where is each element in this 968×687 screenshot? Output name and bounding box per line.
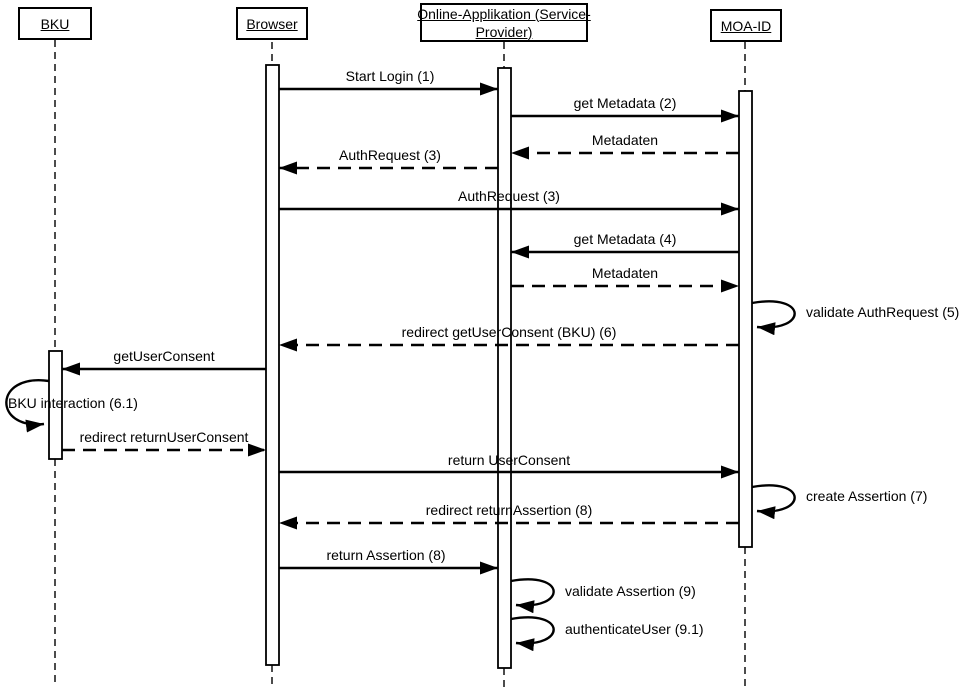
loop-create-assertion	[751, 484, 796, 520]
message-label-authrequest-to-browser: AuthRequest (3)	[339, 147, 441, 163]
message-label-return-userconsent: return UserConsent	[447, 452, 571, 468]
actor-label-moa-id: MOA-ID	[720, 17, 772, 34]
activation-bar-online-applikation	[497, 67, 512, 669]
message-label-authrequest-to-moa-id: AuthRequest (3)	[458, 188, 560, 204]
message-label-redirect-returnassertion: redirect returnAssertion (8)	[425, 502, 593, 518]
activation-bar-bku	[48, 350, 63, 460]
message-label-authenticate-user: authenticateUser (9.1)	[565, 621, 704, 637]
message-label-start-login: Start Login (1)	[345, 68, 435, 84]
message-label-bku-interaction: BKU interaction (6.1)	[8, 395, 138, 411]
message-label-metadaten-1: Metadaten	[591, 132, 659, 148]
actor-box-moa-id: MOA-ID	[710, 9, 782, 42]
activation-bar-moa-id	[738, 90, 753, 548]
actor-label-online-applikation-line2: Provider)	[475, 23, 533, 40]
lifelines	[54, 40, 746, 687]
actor-box-bku: BKU	[18, 7, 92, 40]
message-label-metadaten-2: Metadaten	[591, 265, 659, 281]
message-label-create-assertion: create Assertion (7)	[806, 488, 928, 504]
loop-validate-authrequest	[751, 300, 796, 336]
actor-label-online-applikation-line1: Online-Applikation (Service-	[417, 5, 591, 22]
message-label-redirect-returnuserconsent: redirect returnUserConsent	[79, 429, 249, 445]
message-label-validate-authrequest: validate AuthRequest (5)	[806, 304, 960, 320]
message-label-return-assertion: return Assertion (8)	[326, 547, 446, 563]
message-label-validate-assertion: validate Assertion (9)	[565, 583, 696, 599]
loop-authenticate-user	[510, 616, 555, 652]
message-arrows	[62, 82, 739, 575]
loop-validate-assertion	[510, 578, 555, 614]
message-label-getuserconsent: getUserConsent	[113, 348, 215, 364]
actor-box-online-applikation: Online-Applikation (Service- Provider)	[417, 3, 591, 42]
actor-label-bku: BKU	[40, 15, 70, 32]
loop-bku-interaction	[5, 379, 50, 433]
message-label-get-metadata-4: get Metadata (4)	[573, 231, 677, 247]
self-loops	[5, 300, 796, 652]
activation-bar-browser	[265, 64, 280, 666]
actor-box-browser: Browser	[236, 7, 308, 40]
message-label-redirect-getuserconsent: redirect getUserConsent (BKU) (6)	[401, 324, 617, 340]
activation-bars	[48, 64, 753, 669]
message-label-get-metadata-2: get Metadata (2)	[573, 95, 677, 111]
actor-label-browser: Browser	[246, 15, 298, 32]
